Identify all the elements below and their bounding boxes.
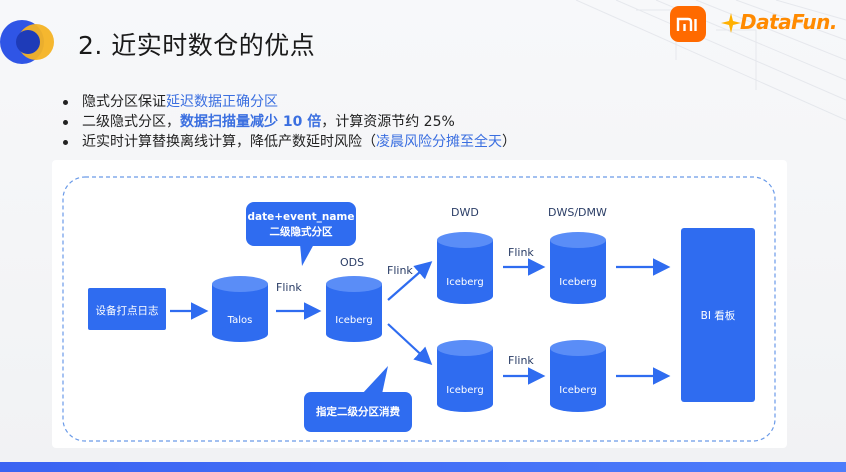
talos-label: Talos: [227, 315, 253, 326]
arrow-ods-to-lower: [387, 323, 433, 365]
bullet-highlight: 数据扫描量减少 10 倍: [180, 114, 322, 130]
bullet-text: 二级隐式分区，: [82, 114, 180, 130]
xiaomi-logo: [670, 6, 706, 42]
bi-dashboard-box: [681, 228, 755, 402]
flink-label: Flink: [387, 264, 413, 277]
callout-top-line2: 二级隐式分区: [269, 226, 333, 238]
bullet-text: ，计算资源节约 25%: [321, 114, 455, 130]
diagram-dashed-border: [62, 176, 776, 442]
callout-top-line1: date+event_name: [247, 211, 355, 223]
bullet-text: 隐式分区保证: [82, 94, 166, 110]
dwd-iceberg-cylinder: [437, 232, 493, 304]
dws-title: DWS/DMW: [548, 206, 607, 219]
datafun-spark-icon: [721, 13, 741, 33]
bullet-highlight: 凌晨风险分摊至全天: [376, 134, 502, 150]
bullet-item: 近实时计算替换离线计算，降低产数延时风险（凌晨风险分摊至全天）: [60, 132, 516, 152]
dws-iceberg-cylinder: [550, 232, 606, 304]
dwd-iceberg-label: Iceberg: [446, 277, 484, 288]
architecture-diagram: 设备打点日志 Talos Iceberg Iceberg Iceberg Ice…: [52, 160, 787, 448]
bullet-item: 隐式分区保证延迟数据正确分区: [60, 92, 516, 112]
bottom-accent-bar: [0, 462, 846, 472]
flink-label: Flink: [276, 281, 302, 294]
lower-right-iceberg-cylinder: [550, 340, 606, 412]
flink-label: Flink: [508, 246, 534, 259]
advantages-list: 隐式分区保证延迟数据正确分区 二级隐式分区，数据扫描量减少 10 倍，计算资源节…: [60, 92, 516, 152]
ods-title: ODS: [340, 256, 365, 269]
ods-iceberg-label: Iceberg: [335, 315, 373, 326]
ods-iceberg-cylinder: [326, 276, 382, 342]
lower-right-iceberg-label: Iceberg: [559, 385, 597, 396]
bullet-text: ）: [502, 134, 516, 150]
bi-dashboard-label: BI 看板: [700, 310, 736, 322]
lower-mid-iceberg-label: Iceberg: [446, 385, 484, 396]
datafun-logo: DataFun.: [720, 6, 838, 42]
source-log-box: [88, 288, 166, 330]
bullet-highlight: 延迟数据正确分区: [166, 94, 278, 110]
flink-label: Flink: [508, 354, 534, 367]
arrow-ods-to-dwd: [387, 261, 433, 301]
talos-cylinder: [212, 276, 268, 342]
datafun-wordmark: DataFun.: [740, 10, 837, 34]
page-title: 2. 近实时数仓的优点: [78, 31, 316, 60]
diagram-canvas: [62, 176, 776, 442]
logo-circles-icon: [0, 20, 54, 64]
bullet-item: 二级隐式分区，数据扫描量减少 10 倍，计算资源节约 25%: [60, 112, 516, 132]
dwd-title: DWD: [451, 206, 479, 219]
source-log-label: 设备打点日志: [95, 305, 159, 317]
xiaomi-mi-icon: [676, 17, 697, 31]
callout-bottom-shape: [304, 366, 412, 432]
callout-bottom-text: 指定二级分区消费: [316, 406, 400, 418]
callout-top-shape: [246, 202, 356, 266]
bullet-text: 近实时计算替换离线计算，降低产数延时风险（: [82, 134, 376, 150]
dws-iceberg-label: Iceberg: [559, 277, 597, 288]
lower-mid-iceberg-cylinder: [437, 340, 493, 412]
